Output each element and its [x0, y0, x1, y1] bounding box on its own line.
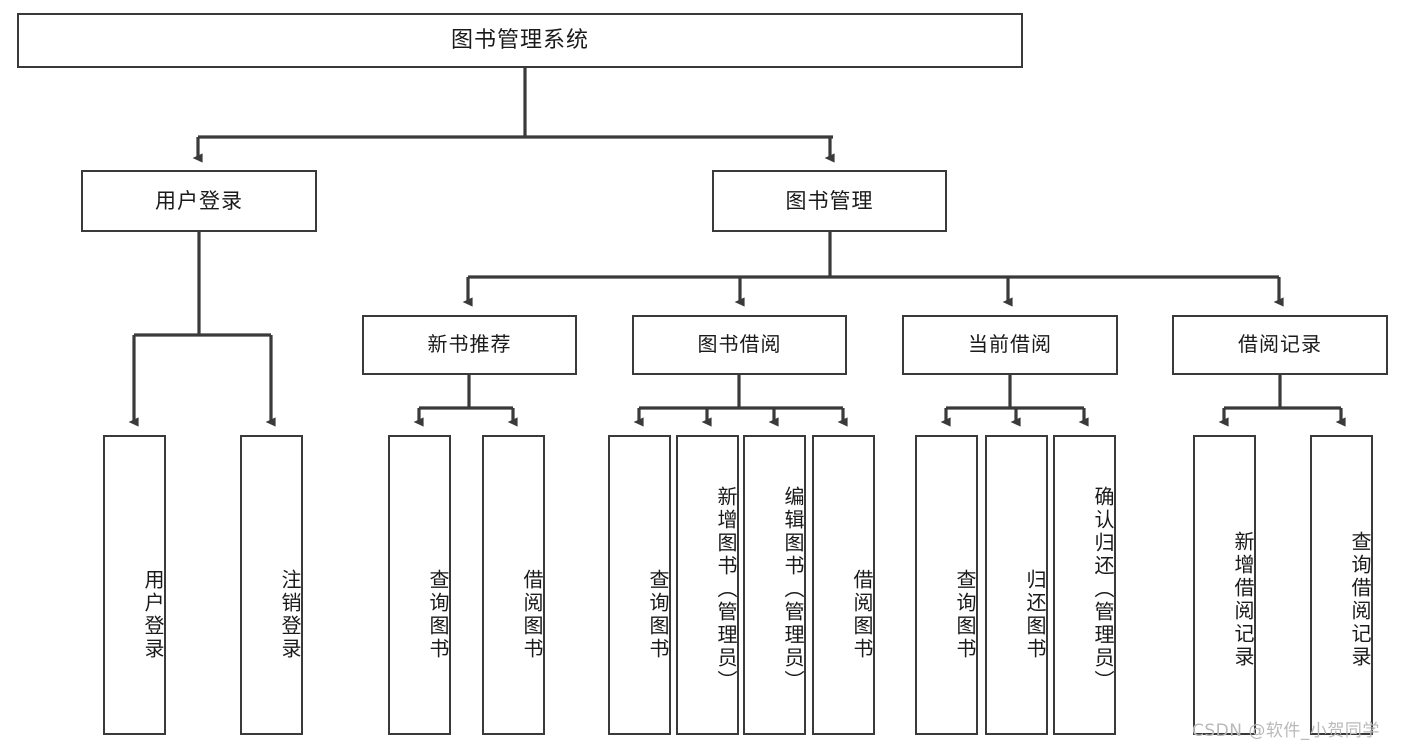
- node-leaf-user-logout-label: 注销登录: [278, 569, 302, 661]
- node-leaf-query-book-2[interactable]: 查询图书: [608, 435, 671, 735]
- node-leaf-add-book[interactable]: 新增图书（管理员）: [676, 435, 739, 735]
- node-book-manage-label: 图书管理: [785, 188, 874, 213]
- node-leaf-query-book-2-label: 查询图书: [646, 569, 670, 661]
- node-book-borrow[interactable]: 图书借阅: [632, 315, 847, 375]
- node-leaf-edit-book-label: 编辑图书（管理员）: [781, 485, 805, 693]
- node-book-borrow-label: 图书借阅: [697, 332, 782, 357]
- node-leaf-edit-book[interactable]: 编辑图书（管理员）: [743, 435, 806, 735]
- node-leaf-borrow-book-2[interactable]: 借阅图书: [812, 435, 875, 735]
- node-user-login-label: 用户登录: [155, 188, 243, 213]
- node-leaf-user-login-label: 用户登录: [141, 569, 165, 661]
- node-current-borrow[interactable]: 当前借阅: [902, 315, 1118, 375]
- node-leaf-add-book-label: 新增图书（管理员）: [714, 485, 738, 693]
- node-leaf-query-book-3[interactable]: 查询图书: [915, 435, 978, 735]
- node-user-login[interactable]: 用户登录: [81, 170, 317, 232]
- node-leaf-borrow-book-2-label: 借阅图书: [850, 569, 874, 661]
- node-leaf-user-login[interactable]: 用户登录: [103, 435, 166, 735]
- node-book-manage[interactable]: 图书管理: [712, 170, 947, 232]
- node-root[interactable]: 图书管理系统: [17, 13, 1023, 68]
- node-leaf-return-book-label: 归还图书: [1023, 569, 1047, 661]
- node-leaf-query-book-3-label: 查询图书: [953, 569, 977, 661]
- node-new-book-rec-label: 新书推荐: [427, 332, 512, 357]
- node-leaf-query-record-label: 查询借阅记录: [1348, 531, 1372, 669]
- node-new-book-rec[interactable]: 新书推荐: [362, 315, 577, 375]
- node-leaf-confirm-return-label: 确认归还（管理员）: [1091, 485, 1115, 693]
- node-leaf-query-book-1[interactable]: 查询图书: [388, 435, 451, 735]
- node-current-borrow-label: 当前借阅: [968, 332, 1052, 357]
- node-leaf-borrow-book-1-label: 借阅图书: [520, 569, 544, 661]
- node-borrow-record[interactable]: 借阅记录: [1172, 315, 1388, 375]
- node-leaf-add-record[interactable]: 新增借阅记录: [1193, 435, 1256, 735]
- node-leaf-return-book[interactable]: 归还图书: [985, 435, 1048, 735]
- node-leaf-confirm-return[interactable]: 确认归还（管理员）: [1053, 435, 1116, 735]
- csdn-watermark: CSDN @软件_小贺同学: [1192, 721, 1380, 741]
- node-borrow-record-label: 借阅记录: [1238, 332, 1322, 357]
- node-leaf-user-logout[interactable]: 注销登录: [240, 435, 303, 735]
- node-leaf-add-record-label: 新增借阅记录: [1231, 531, 1255, 669]
- node-leaf-query-book-1-label: 查询图书: [426, 569, 450, 661]
- node-leaf-query-record[interactable]: 查询借阅记录: [1310, 435, 1373, 735]
- node-root-label: 图书管理系统: [450, 27, 589, 53]
- node-leaf-borrow-book-1[interactable]: 借阅图书: [482, 435, 545, 735]
